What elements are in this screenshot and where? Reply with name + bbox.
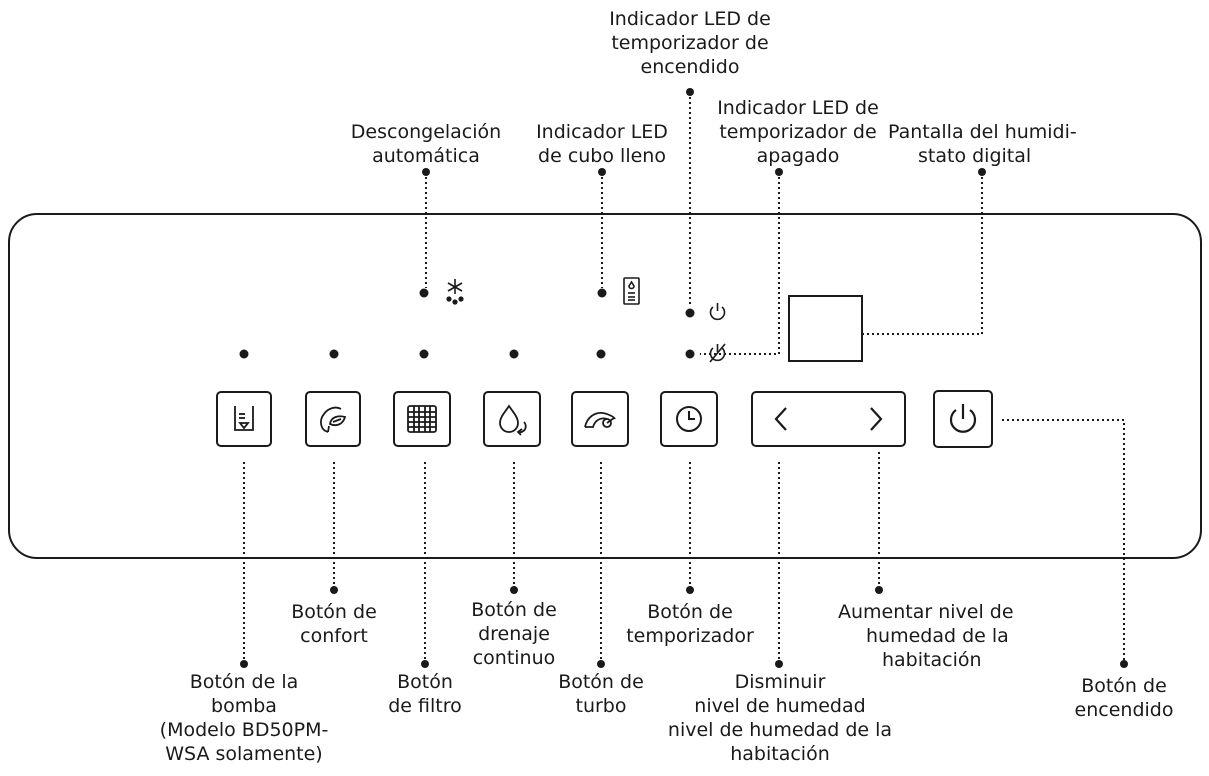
comfort-button[interactable] [305,391,361,447]
power-button[interactable] [933,390,993,448]
pump-icon [234,406,254,431]
humidity-adjust-buttons [751,391,906,447]
label-humidistat-display: Pantalla del humidi-stato digital [888,121,1077,167]
power-icon [949,404,977,433]
turbo-button[interactable] [571,391,629,447]
drain-drop-icon [499,404,527,436]
led-turbo [596,349,606,359]
timer-on-icon [709,303,726,321]
led-comfort [329,349,339,359]
led-defrost [419,288,429,298]
chevron-left-icon[interactable] [773,406,789,432]
bucket-full-icon [623,277,640,305]
led-pump [239,349,249,359]
filter-button[interactable] [393,391,451,447]
continuous-drain-button[interactable] [483,391,541,447]
clock-icon [676,406,702,432]
snowflake-drops-icon [446,279,464,305]
led-timer-on [685,308,695,318]
led-timer-off [685,349,695,359]
filter-grid-icon [407,405,437,433]
led-drain [509,349,519,359]
turbo-fan-icon [584,412,616,428]
timer-button[interactable] [660,391,718,447]
chevron-right-icon[interactable] [868,406,884,432]
comfort-leaf-icon [320,406,347,433]
pump-button[interactable] [216,391,272,447]
led-filter [419,349,429,359]
timer-off-icon [709,343,726,363]
humidistat-display [788,295,863,362]
led-bucket [597,288,607,298]
